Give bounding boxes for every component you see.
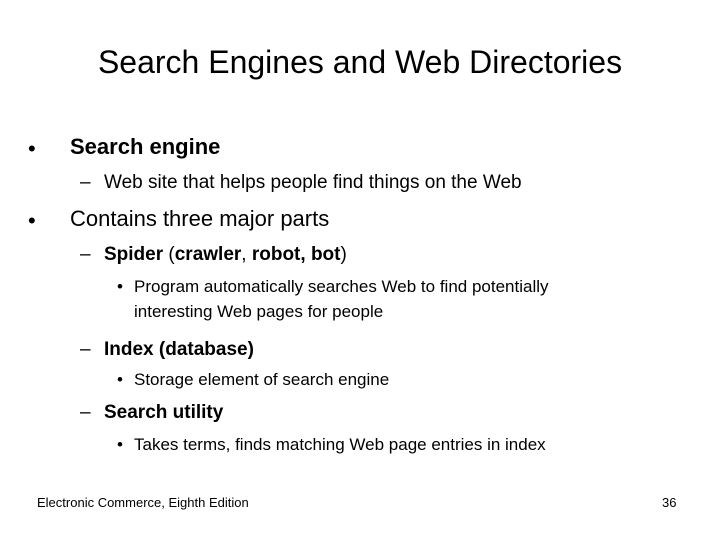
bullet-marker: • — [117, 277, 123, 296]
bullet-marker: • — [28, 208, 36, 233]
bullet-marker: • — [28, 136, 36, 161]
bullet-index-def: Storage element of search engine — [134, 370, 390, 389]
dash-marker: – — [80, 402, 91, 423]
bullet-marker: • — [117, 435, 123, 454]
bullet-search-engine-def: Web site that helps people find things o… — [104, 172, 522, 193]
bullet-search-utility-def: Takes terms, finds matching Web page ent… — [134, 435, 546, 454]
dash-marker: – — [80, 339, 91, 360]
dash-marker: – — [80, 172, 91, 193]
bullet-spider-def: Program automatically searches Web to fi… — [134, 277, 549, 296]
bullet-three-parts: Contains three major parts — [70, 206, 330, 231]
bullet-search-utility: Search utility — [104, 402, 224, 423]
bullet-index: Index (database) — [104, 339, 254, 360]
bullet-spider: Spider (crawler, robot, bot) — [104, 244, 347, 265]
bullet-spider-def-cont: interesting Web pages for people — [134, 302, 384, 321]
bullet-search-engine: Search engine — [70, 134, 221, 159]
bullet-marker: • — [117, 370, 123, 389]
slide-title: Search Engines and Web Directories — [97, 44, 623, 80]
dash-marker: – — [80, 244, 91, 265]
footer-book-title: Electronic Commerce, Eighth Edition — [37, 495, 249, 510]
footer-page-number: 36 — [662, 495, 677, 510]
